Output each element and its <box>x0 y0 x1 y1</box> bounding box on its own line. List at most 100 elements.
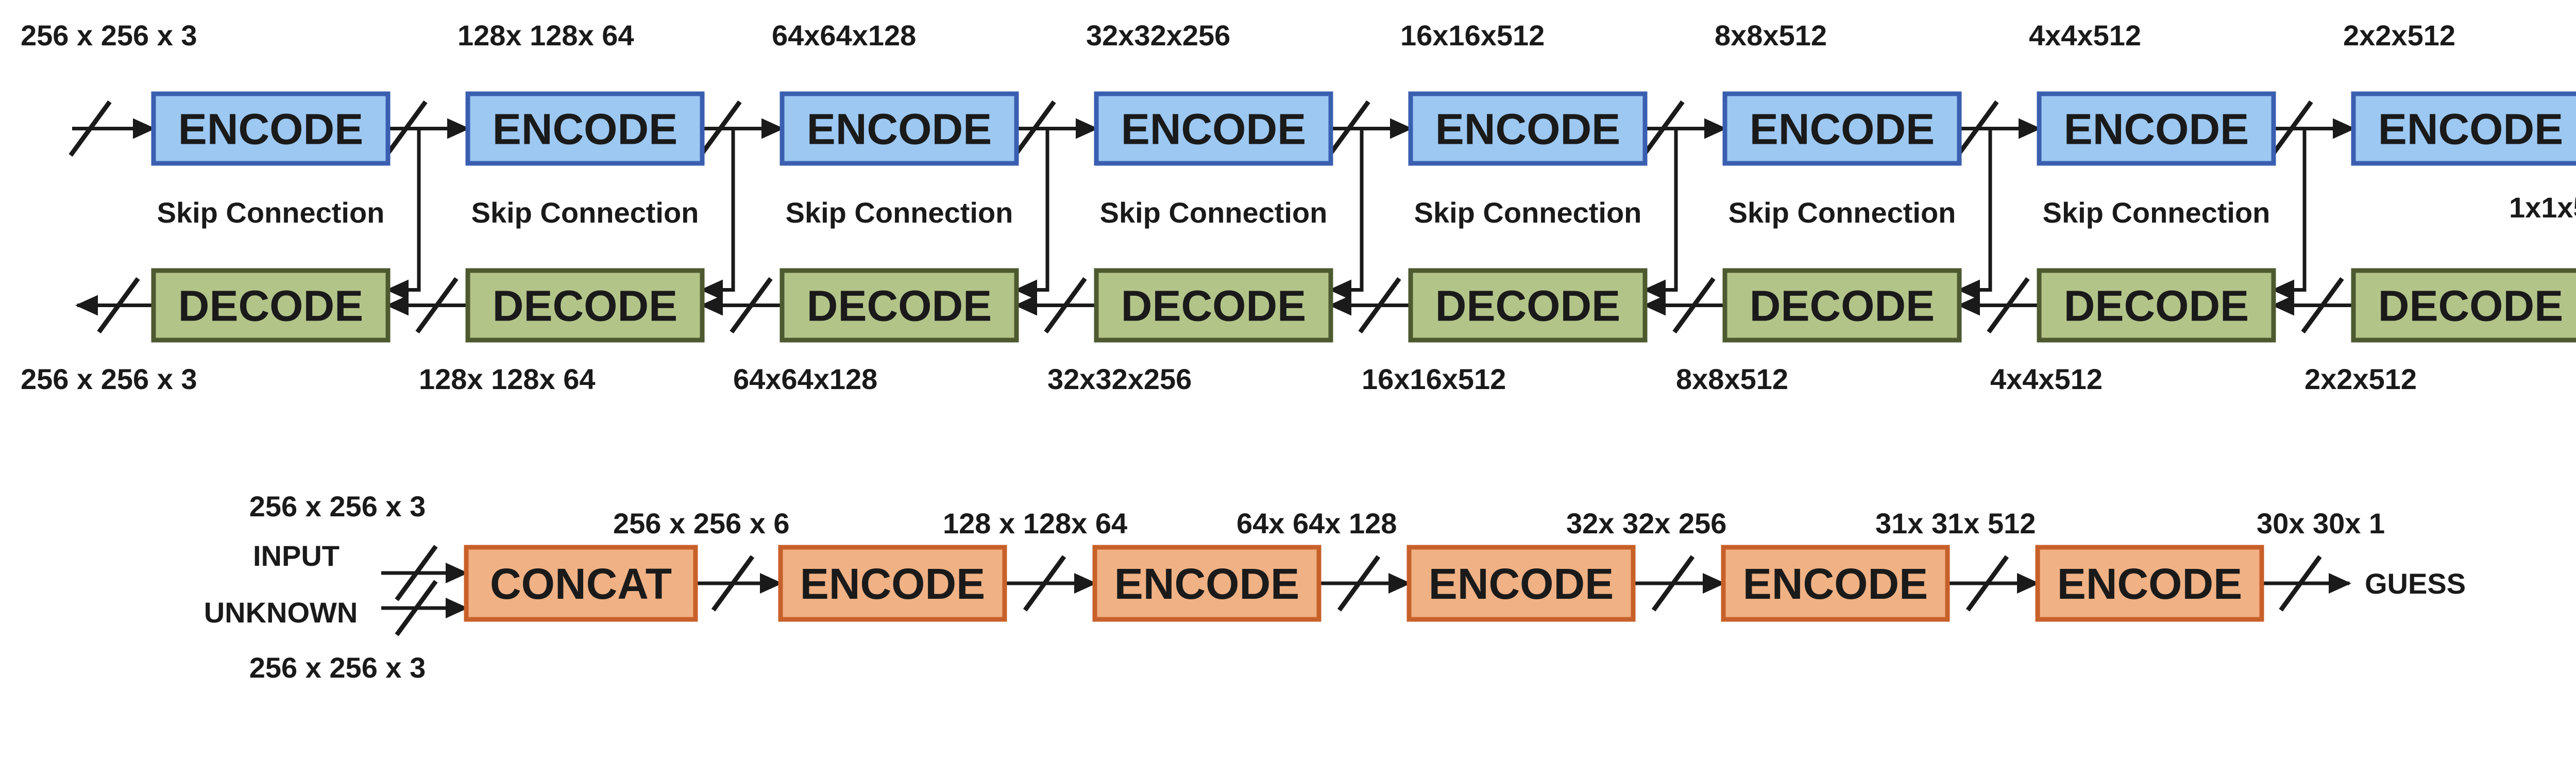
discriminator-block-4-box <box>1406 545 1636 622</box>
discriminator-block-2-label: ENCODE <box>800 560 985 608</box>
skip-connection-2 <box>700 128 735 300</box>
discriminator-block-1: CONCAT <box>464 545 698 622</box>
discriminator-block-4-label: ENCODE <box>1429 560 1614 608</box>
decoder-dim-8: 2x2x512 <box>2304 363 2417 395</box>
decoder-block-8-label: DECODE <box>2378 282 2563 330</box>
encoder-block-8-box <box>2351 91 2576 166</box>
decoder-bus-slash-7 <box>1987 277 2030 334</box>
discriminator-block-1-label: CONCAT <box>490 560 672 608</box>
decoder-block-3: DECODE <box>779 268 1019 343</box>
decoder-block-1-box <box>151 268 391 343</box>
encoder-block-8-label: ENCODE <box>2378 105 2563 154</box>
discriminator-dim-3: 64x 64x 128 <box>1236 507 1397 540</box>
discriminator-block-4: ENCODE <box>1406 545 1636 622</box>
encoder-block-2-box <box>465 91 705 166</box>
discriminator-block-1-box <box>464 545 698 622</box>
encoder-block-7: ENCODE <box>2037 91 2276 166</box>
encoder-block-6: ENCODE <box>1722 91 1962 166</box>
skip-connection-4 <box>1329 128 1364 300</box>
encoder-block-1-box <box>151 91 391 166</box>
decoder-dim-7: 4x4x512 <box>1990 363 2103 395</box>
encoder-bus-slash-8 <box>2270 100 2313 157</box>
encoder-dim-1: 256 x 256 x 3 <box>21 19 197 52</box>
decoder-block-3-box <box>779 268 1019 343</box>
encoder-bus-slash-5 <box>1327 100 1370 157</box>
discriminator-block-2: ENCODE <box>778 545 1007 622</box>
discriminator-slash-2 <box>1023 555 1066 612</box>
encoder-block-1-label: ENCODE <box>178 105 363 154</box>
unknown-slash <box>395 580 438 636</box>
discriminator-block-6-box <box>2035 545 2264 622</box>
bottleneck-dim: 1x1x512 <box>2509 191 2576 224</box>
encoder-bus-slash-7 <box>1956 100 1999 157</box>
decoder-block-5-label: DECODE <box>1435 282 1620 330</box>
guess-label: GUESS <box>2365 567 2466 600</box>
encoder-dim-7: 4x4x512 <box>2029 19 2141 52</box>
skip-connection-label-2: Skip Connection <box>471 196 699 229</box>
discriminator-slash-3 <box>1337 555 1381 612</box>
discriminator-block-5-label: ENCODE <box>1743 560 1928 608</box>
unknown-label: UNKNOWN <box>204 596 358 629</box>
encoder-bus-slash-1 <box>69 100 112 157</box>
input-dim: 256 x 256 x 3 <box>249 490 426 523</box>
skip-connection-label-7: Skip Connection <box>2043 196 2270 229</box>
decoder-block-2-label: DECODE <box>493 282 677 330</box>
discriminator-slash-5 <box>1965 555 2009 612</box>
discriminator-block-6-label: ENCODE <box>2057 560 2242 608</box>
decoder-bus-slash-8 <box>2301 277 2344 334</box>
encoder-block-7-label: ENCODE <box>2064 105 2249 154</box>
encoder-bus-slash-6 <box>1641 100 1685 157</box>
encoder-block-6-label: ENCODE <box>1750 105 1935 154</box>
decoder-block-6: DECODE <box>1722 268 1962 343</box>
decoder-block-4: DECODE <box>1094 268 1333 343</box>
decoder-block-7-label: DECODE <box>2064 282 2249 330</box>
discriminator-dim-2: 128 x 128x 64 <box>943 507 1127 540</box>
skip-connection-6 <box>1957 128 1992 300</box>
decoder-bus-slash-5 <box>1358 277 1401 334</box>
connectors <box>69 100 2355 636</box>
encoder-block-3-label: ENCODE <box>807 105 992 154</box>
encoder-block-4-label: ENCODE <box>1121 105 1306 154</box>
decoder-bus-slash-2 <box>415 277 459 334</box>
skip-connection-label-5: Skip Connection <box>1414 196 1642 229</box>
decoder-block-1-label: DECODE <box>178 282 363 330</box>
decoder-bus-slash-6 <box>1672 277 1716 334</box>
discriminator-dim-4: 32x 32x 256 <box>1566 507 1726 540</box>
discriminator-block-6: ENCODE <box>2035 545 2264 622</box>
encoder-block-1: ENCODE <box>151 91 391 166</box>
skip-connection-7 <box>2272 128 2307 300</box>
encoder-block-2: ENCODE <box>465 91 705 166</box>
discriminator-block-3-label: ENCODE <box>1114 560 1299 608</box>
decoder-bus-slash-1 <box>97 277 140 334</box>
skip-connection-label-6: Skip Connection <box>1728 196 1956 229</box>
decoder-bus-slash-3 <box>730 277 773 334</box>
unknown-dim: 256 x 256 x 3 <box>249 651 426 684</box>
decoder-block-8: DECODE <box>2351 268 2576 343</box>
discriminator-block-5: ENCODE <box>1721 545 1950 622</box>
encoder-dim-8: 2x2x512 <box>2343 19 2455 52</box>
decoder-dim-3: 64x64x128 <box>733 363 877 395</box>
encoder-block-4-box <box>1094 91 1333 166</box>
discriminator-slash-6 <box>2279 555 2322 612</box>
encoder-block-5: ENCODE <box>1408 91 1648 166</box>
decoder-bus-slash-4 <box>1044 277 1087 334</box>
decoder-block-4-box <box>1094 268 1333 343</box>
skip-connection-1 <box>386 128 421 300</box>
encoder-block-7-box <box>2037 91 2276 166</box>
encoder-bus-slash-2 <box>384 100 428 157</box>
skip-connection-label-1: Skip Connection <box>157 196 385 229</box>
decoder-block-3-label: DECODE <box>807 282 992 330</box>
decoder-block-7-box <box>2037 268 2276 343</box>
decoder-block-7: DECODE <box>2037 268 2276 343</box>
encoder-dim-2: 128x 128x 64 <box>457 19 634 52</box>
encoder-block-5-label: ENCODE <box>1435 105 1620 154</box>
discriminator-dim-1: 256 x 256 x 6 <box>613 507 790 540</box>
encoder-block-2-label: ENCODE <box>493 105 677 154</box>
decoder-block-6-label: DECODE <box>1750 282 1935 330</box>
discriminator-slash-4 <box>1651 555 1695 612</box>
decoder-block-2: DECODE <box>465 268 705 343</box>
encoder-bus-slash-3 <box>699 100 742 157</box>
decoder-dim-6: 8x8x512 <box>1676 363 1788 395</box>
skip-connection-5 <box>1643 128 1678 300</box>
